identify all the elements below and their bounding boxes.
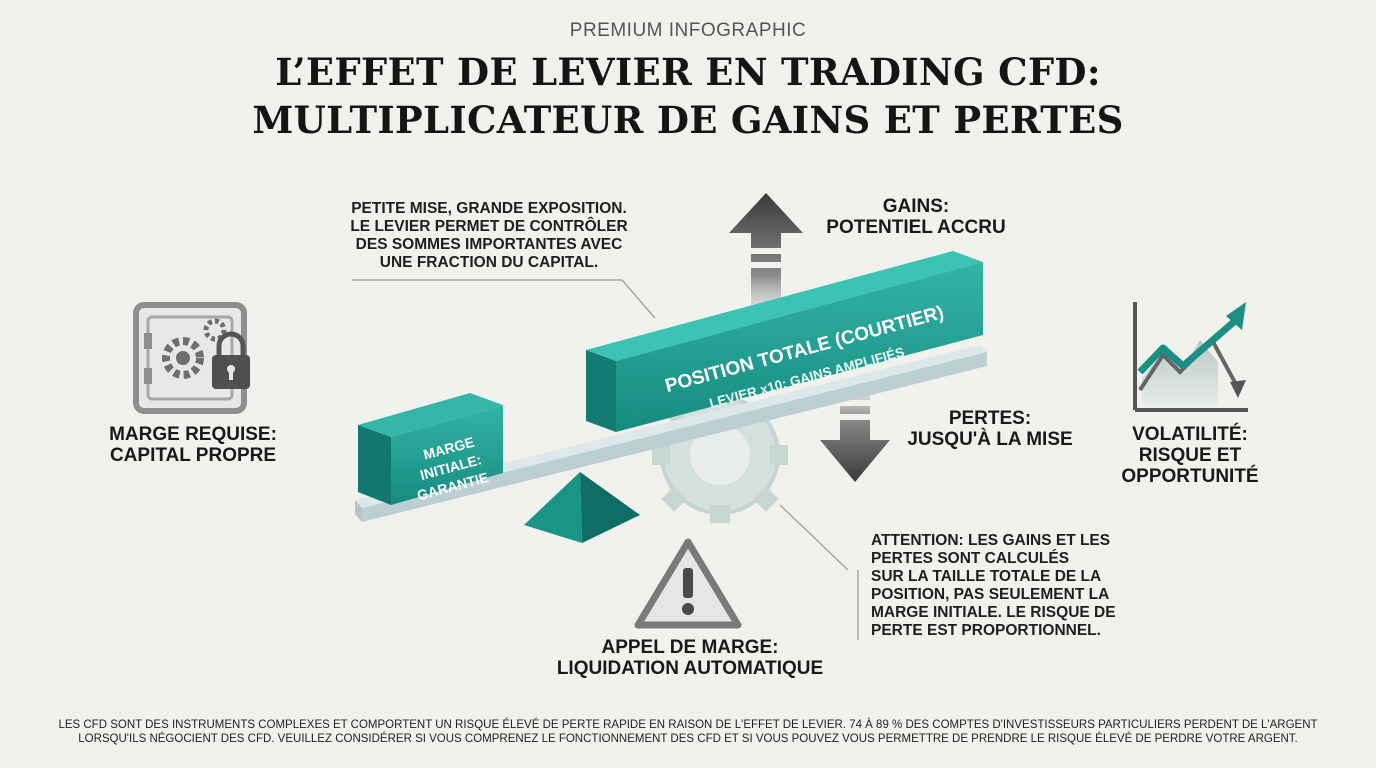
appel-label-line1: APPEL DE MARGE: bbox=[601, 637, 779, 658]
leader-line-bottom bbox=[779, 504, 849, 571]
lever-beam bbox=[355, 345, 987, 522]
attention-note-line: PERTES SONT CALCULÉS bbox=[871, 550, 1070, 567]
callout-top-line: UNE FRACTION DU CAPITAL. bbox=[379, 254, 599, 271]
attention-note-line: SUR LA TAILLE TOTALE DE LA bbox=[871, 568, 1102, 585]
position-block bbox=[586, 251, 983, 432]
pertes-label-line2: JUSQU'À LA MISE bbox=[907, 429, 1073, 450]
volatility-chart-icon bbox=[1133, 302, 1248, 412]
header-kicker: PREMIUM INFOGRAPHIC bbox=[569, 20, 807, 41]
leader-line-top-diag bbox=[621, 279, 656, 319]
attention-note-line: POSITION, PAS SEULEMENT LA bbox=[871, 586, 1110, 603]
gains-label-line2: POTENTIEL ACCRU bbox=[826, 217, 1006, 238]
warning-triangle-icon bbox=[634, 538, 742, 629]
attention-note-line: PERTE EST PROPORTIONNEL. bbox=[871, 622, 1101, 639]
risk-disclaimer: LES CFD SONT DES INSTRUMENTS COMPLEXES E… bbox=[0, 718, 1376, 746]
volatilite-label-line3: OPPORTUNITÉ bbox=[1121, 466, 1259, 487]
attention-note-line: MARGE INITIALE. LE RISQUE DE bbox=[871, 604, 1116, 621]
page-title-line2: MULTIPLICATEUR DE GAINS ET PERTES bbox=[252, 98, 1124, 142]
safe-icon bbox=[133, 302, 250, 414]
volatilite-label-line1: VOLATILITÉ: bbox=[1132, 424, 1248, 445]
marge-label-line1: MARGE REQUISE: bbox=[109, 424, 277, 445]
callout-top: PETITE MISE, GRANDE EXPOSITION. LE LEVIE… bbox=[344, 200, 634, 272]
appel-label: APPEL DE MARGE: LIQUIDATION AUTOMATIQUE bbox=[540, 637, 840, 679]
marge-label-line2: CAPITAL PROPRE bbox=[109, 445, 277, 466]
margin-block bbox=[358, 393, 503, 505]
pertes-label: PERTES: JUSQU'À LA MISE bbox=[890, 408, 1090, 450]
callout-top-line: DES SOMMES IMPORTANTES AVEC bbox=[355, 236, 623, 253]
attention-note: ATTENTION: LES GAINS ET LES PERTES SONT … bbox=[871, 532, 1171, 640]
gains-arrow-icon bbox=[729, 193, 803, 330]
gains-label-line1: GAINS: bbox=[882, 196, 950, 217]
callout-top-line: LE LEVIER PERMET DE CONTRÔLER bbox=[350, 218, 628, 235]
volatilite-label: VOLATILITÉ: RISQUE ET OPPORTUNITÉ bbox=[1090, 424, 1290, 487]
attention-note-line: ATTENTION: LES GAINS ET LES bbox=[871, 532, 1111, 549]
page-title-line1: L’EFFET DE LEVIER EN TRADING CFD: bbox=[275, 50, 1101, 94]
volatilite-label-line2: RISQUE ET bbox=[1138, 445, 1242, 466]
fulcrum-triangle bbox=[524, 472, 640, 543]
risk-disclaimer-line2: LORSQU'ILS NÉGOCIENT DES CFD. VEUILLEZ C… bbox=[78, 733, 1298, 745]
gains-label: GAINS: POTENTIEL ACCRU bbox=[816, 196, 1016, 238]
pertes-arrow-icon bbox=[820, 375, 890, 482]
callout-top-line: PETITE MISE, GRANDE EXPOSITION. bbox=[351, 200, 627, 217]
risk-disclaimer-line1: LES CFD SONT DES INSTRUMENTS COMPLEXES E… bbox=[58, 719, 1318, 731]
marge-label: MARGE REQUISE: CAPITAL PROPRE bbox=[93, 424, 293, 466]
pertes-label-line1: PERTES: bbox=[948, 408, 1032, 429]
appel-label-line2: LIQUIDATION AUTOMATIQUE bbox=[556, 658, 824, 679]
